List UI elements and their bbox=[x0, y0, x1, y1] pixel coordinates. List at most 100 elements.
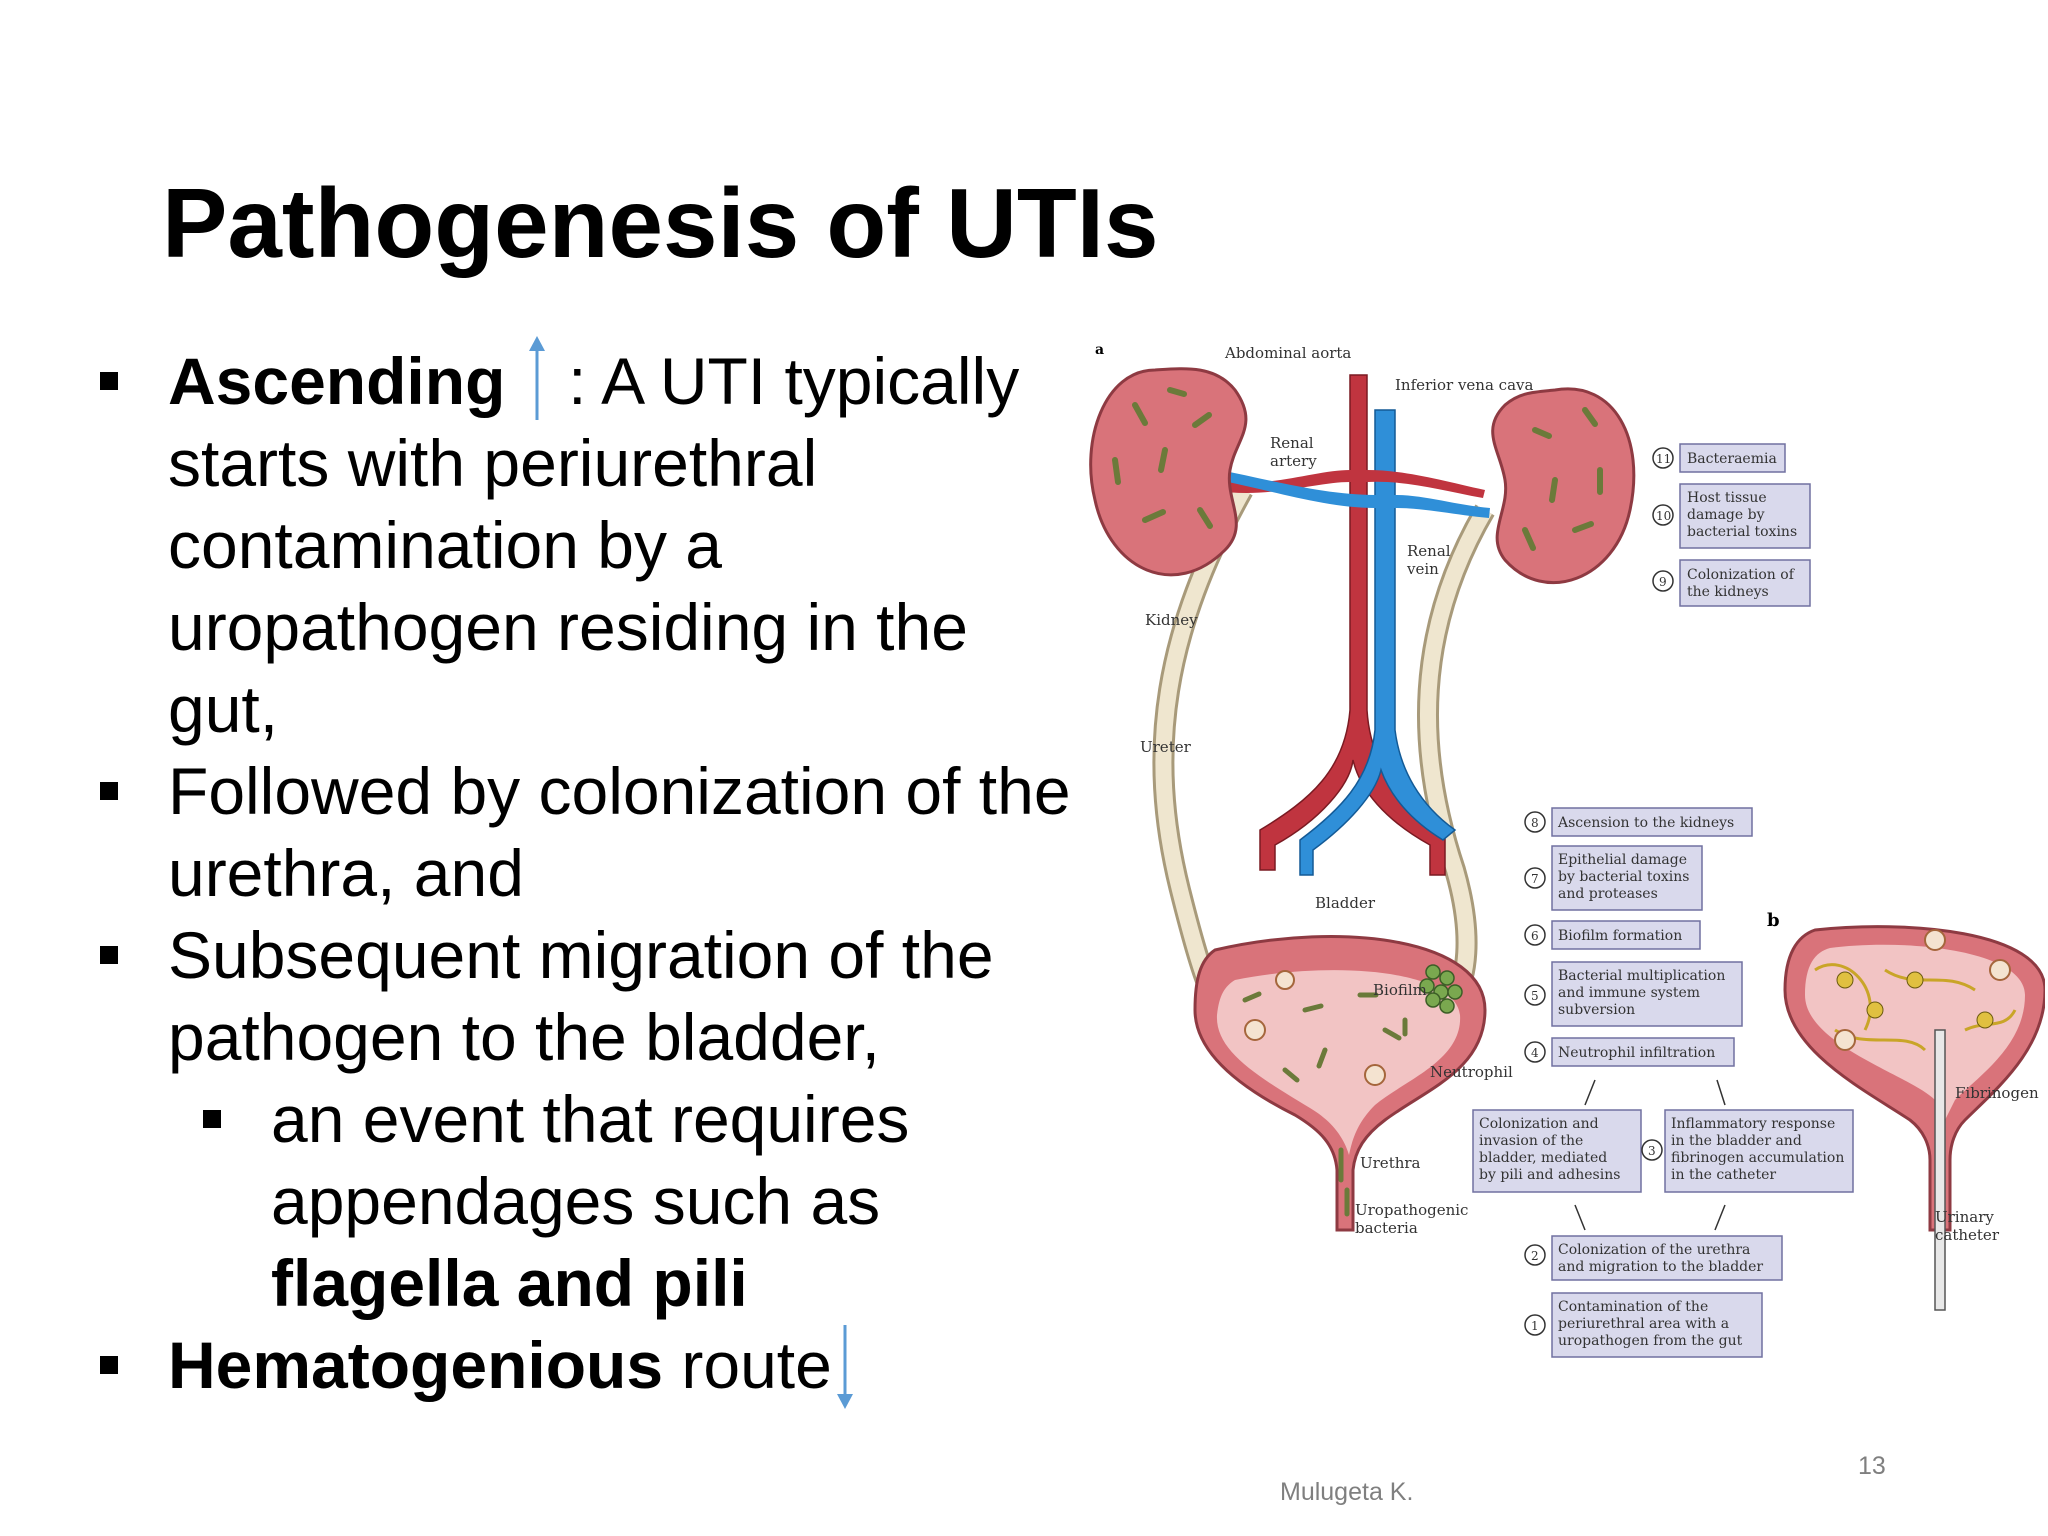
step-number-11 bbox=[1652, 447, 1674, 469]
step-text: Colonization of bbox=[1687, 567, 1796, 583]
anatomy-diagram: a b bbox=[1089, 342, 2047, 1358]
bullet-hematogenious: Hematogenious route bbox=[96, 1324, 1076, 1409]
left-kidney bbox=[1089, 367, 1248, 577]
step-number-text: 11 bbox=[1656, 452, 1671, 466]
bullet-text: : A UTI typically starts with periurethr… bbox=[168, 344, 1020, 746]
step-number-text: 5 bbox=[1531, 989, 1539, 1003]
step-box-2 bbox=[1551, 1235, 1783, 1281]
step-text: Bacteraemia bbox=[1687, 451, 1777, 467]
step-box-9 bbox=[1679, 559, 1811, 607]
renal-vein bbox=[1218, 470, 1490, 518]
label-kidney: Kidney bbox=[1145, 611, 1198, 629]
catheterized-bladder bbox=[1783, 925, 2047, 1311]
bullet-marker bbox=[203, 1110, 221, 1128]
bullet-text: Followed by colonization of the urethra,… bbox=[168, 754, 1071, 910]
step-box-3-right bbox=[1664, 1109, 1854, 1193]
slide-title: Pathogenesis of UTIs bbox=[162, 168, 1159, 278]
step-arrow bbox=[1584, 1079, 1726, 1106]
bullet-ascending: Ascending : A UTI typically starts with … bbox=[96, 335, 1076, 750]
step-number-text: 6 bbox=[1531, 929, 1539, 943]
inferior-vena-cava bbox=[1299, 409, 1457, 876]
step-number-text: 3 bbox=[1648, 1144, 1656, 1158]
label-abdominal-aorta: Abdominal aorta bbox=[1224, 344, 1351, 362]
step-number-text: 8 bbox=[1531, 816, 1539, 830]
label-uropathogenic-2: bacteria bbox=[1355, 1219, 1418, 1237]
bullet-marker bbox=[100, 1356, 118, 1374]
step-number-text: 4 bbox=[1531, 1046, 1539, 1060]
step-text: in the bladder and bbox=[1671, 1133, 1802, 1149]
step-number-4 bbox=[1524, 1041, 1546, 1063]
right-kidney bbox=[1491, 387, 1636, 585]
sub-bullet-appendages: an event that requires appendages such a… bbox=[96, 1078, 1076, 1324]
step-number-text: 7 bbox=[1531, 872, 1539, 886]
label-inferior-vena-cava: Inferior vena cava bbox=[1395, 376, 1533, 394]
label-renal-artery-2: artery bbox=[1270, 452, 1317, 470]
label-catheter-1: Urinary bbox=[1935, 1208, 1994, 1226]
step-box-3-left bbox=[1472, 1109, 1642, 1193]
label-ureter: Ureter bbox=[1140, 738, 1192, 756]
step-text: by pili and adhesins bbox=[1479, 1167, 1620, 1183]
label-renal-artery-1: Renal bbox=[1270, 434, 1314, 452]
step-text: and proteases bbox=[1558, 886, 1658, 902]
uti-pathogenesis-figure: a b bbox=[1085, 330, 2047, 1370]
bullet-list: Ascending : A UTI typically starts with … bbox=[96, 335, 1076, 1409]
renal-artery bbox=[1213, 470, 1485, 498]
step-number-2 bbox=[1524, 1244, 1546, 1266]
step-text: Contamination of the bbox=[1558, 1299, 1708, 1315]
step-number-1 bbox=[1524, 1314, 1546, 1336]
label-biofilm: Biofilm bbox=[1373, 981, 1427, 999]
bullet-marker bbox=[100, 946, 118, 964]
step-box-11 bbox=[1679, 443, 1786, 473]
step-text: bacterial toxins bbox=[1687, 524, 1797, 540]
step-text: Colonization of the urethra bbox=[1558, 1242, 1750, 1258]
down-arrow-icon bbox=[836, 1324, 853, 1409]
step-text: in the catheter bbox=[1671, 1167, 1776, 1183]
step-number-10 bbox=[1652, 504, 1674, 526]
step-text: Biofilm formation bbox=[1558, 928, 1682, 944]
step-box-5 bbox=[1551, 961, 1743, 1027]
step-text: damage by bbox=[1687, 507, 1765, 523]
step-text: periurethral area with a bbox=[1558, 1316, 1729, 1332]
step-box-4 bbox=[1551, 1037, 1735, 1067]
bullet-marker bbox=[100, 782, 118, 800]
label-neutrophil: Neutrophil bbox=[1430, 1063, 1513, 1081]
step-number-text: 2 bbox=[1531, 1249, 1539, 1263]
step-text: Colonization and bbox=[1479, 1116, 1599, 1132]
label-bladder: Bladder bbox=[1315, 894, 1376, 912]
bullet-keyword: flagella and pili bbox=[271, 1246, 748, 1320]
step-box-10 bbox=[1679, 483, 1811, 549]
step-text: subversion bbox=[1558, 1002, 1635, 1018]
step-text: Epithelial damage bbox=[1558, 852, 1687, 868]
bullet-keyword: Ascending bbox=[168, 344, 506, 418]
bullet-colonization: Followed by colonization of the urethra,… bbox=[96, 750, 1076, 914]
step-number-text: 1 bbox=[1531, 1319, 1539, 1333]
label-catheter-2: catheter bbox=[1935, 1226, 2000, 1244]
label-renal-vein-2: vein bbox=[1406, 560, 1439, 578]
step-box-8 bbox=[1551, 807, 1753, 837]
step-text: uropathogen from the gut bbox=[1558, 1333, 1743, 1349]
step-text: fibrinogen accumulation bbox=[1671, 1150, 1844, 1166]
bladder bbox=[1193, 935, 1487, 1232]
panel-a-label: a bbox=[1095, 342, 1104, 358]
bullet-migration: Subsequent migration of the pathogen to … bbox=[96, 914, 1076, 1078]
step-number-9 bbox=[1652, 570, 1674, 592]
step-text: bladder, mediated bbox=[1479, 1150, 1607, 1166]
label-urethra: Urethra bbox=[1360, 1154, 1421, 1172]
step-number-7 bbox=[1524, 867, 1546, 889]
step-text: Host tissue bbox=[1687, 490, 1767, 506]
step-text: the kidneys bbox=[1687, 584, 1769, 600]
step-number-3 bbox=[1641, 1139, 1663, 1161]
step-text: Neutrophil infiltration bbox=[1558, 1045, 1715, 1061]
page-number: 13 bbox=[1858, 1452, 1886, 1480]
label-uropathogenic-1: Uropathogenic bbox=[1355, 1201, 1468, 1219]
up-arrow-icon bbox=[528, 335, 545, 420]
label-fibrinogen: Fibrinogen bbox=[1955, 1084, 2039, 1102]
step-box-7 bbox=[1551, 845, 1703, 911]
step-text: Bacterial multiplication bbox=[1558, 968, 1725, 984]
bullet-text: route bbox=[663, 1328, 832, 1402]
step-text: invasion of the bbox=[1479, 1133, 1583, 1149]
bullet-marker bbox=[100, 372, 118, 390]
step-number-6 bbox=[1524, 924, 1546, 946]
step-text: and immune system bbox=[1558, 985, 1700, 1001]
step-box-6 bbox=[1551, 920, 1701, 950]
